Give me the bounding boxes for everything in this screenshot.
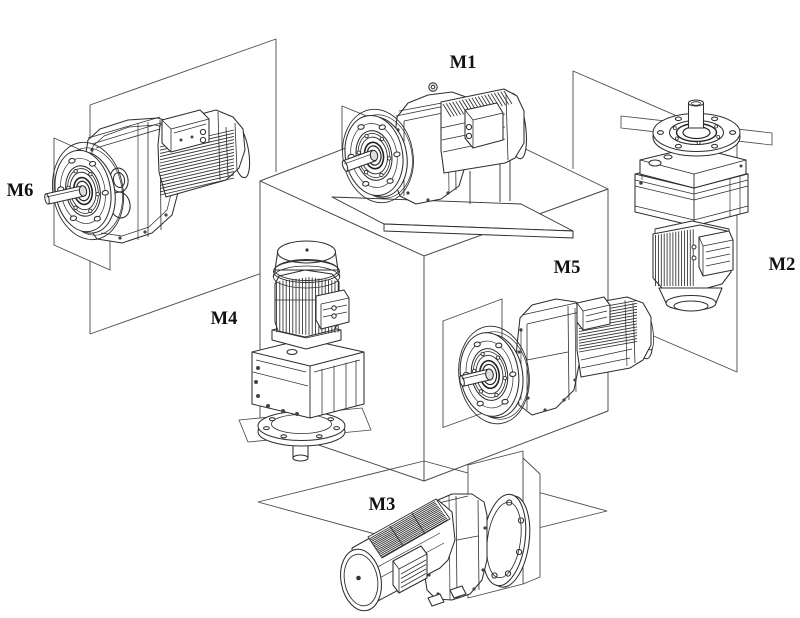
svg-text:M6: M6 <box>7 181 34 201</box>
svg-text:M1: M1 <box>450 53 477 73</box>
svg-text:M4: M4 <box>211 309 238 329</box>
svg-text:M3: M3 <box>369 495 396 515</box>
svg-text:M2: M2 <box>769 255 796 275</box>
svg-text:M5: M5 <box>554 258 581 278</box>
